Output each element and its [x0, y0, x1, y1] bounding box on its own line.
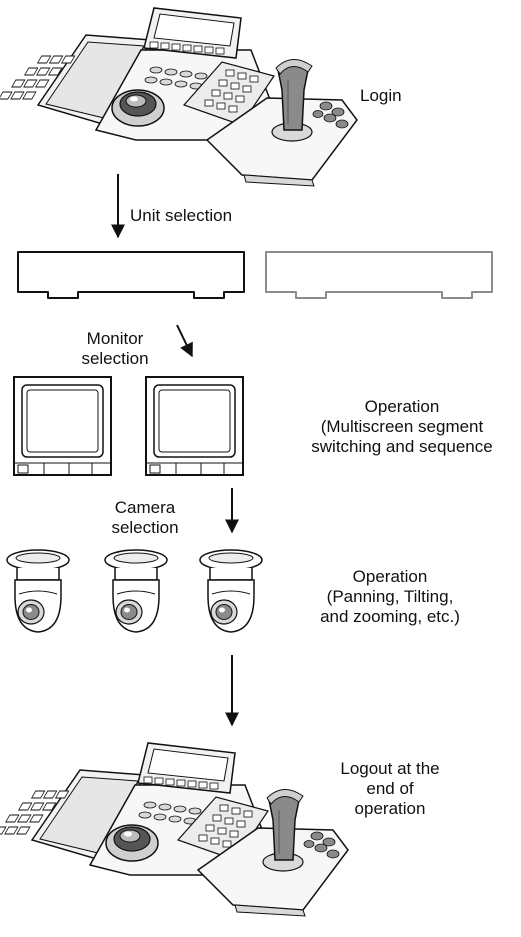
monitor-selection-line2: selection [81, 349, 149, 368]
camera-selection-line2: selection [111, 518, 179, 537]
dome-camera-icon-1 [6, 549, 70, 633]
logout-line1: Logout at the [340, 759, 440, 778]
operation-monitor-line2: (Multiscreen segment [320, 417, 484, 436]
recorder-unit-icon-unselected [265, 251, 493, 299]
monitor-selection-line1: Monitor [86, 329, 144, 348]
camera-selection-label: Camera selection [90, 498, 200, 538]
unit-selection-label: Unit selection [130, 206, 233, 225]
dome-camera-icon-3 [199, 549, 263, 633]
operation-camera-line2: (Panning, Tilting, [326, 587, 454, 606]
logout-line3: operation [354, 799, 426, 818]
system-controller-icon-top [0, 7, 275, 141]
logout-line2: end of [366, 779, 414, 798]
operation-camera-label: Operation (Panning, Tilting, and zooming… [300, 567, 480, 627]
operation-camera-line1: Operation [352, 567, 428, 586]
arrow-diagonal-icon [176, 324, 193, 358]
recorder-unit-icon-selected [17, 251, 245, 299]
monitor-icon-1 [13, 376, 112, 476]
monitor-icon-2 [145, 376, 244, 476]
dome-camera-icon-2 [104, 549, 168, 633]
operation-monitor-label: Operation (Multiscreen segment switching… [287, 397, 517, 457]
logout-label: Logout at the end of operation [320, 759, 460, 819]
monitor-selection-label: Monitor selection [60, 329, 170, 369]
camera-selection-line1: Camera [114, 498, 176, 517]
operation-monitor-line3: switching and sequence [311, 437, 493, 456]
operation-monitor-line1: Operation [364, 397, 440, 416]
operation-camera-line3: and zooming, etc.) [320, 607, 460, 626]
login-label: Login [360, 86, 402, 105]
